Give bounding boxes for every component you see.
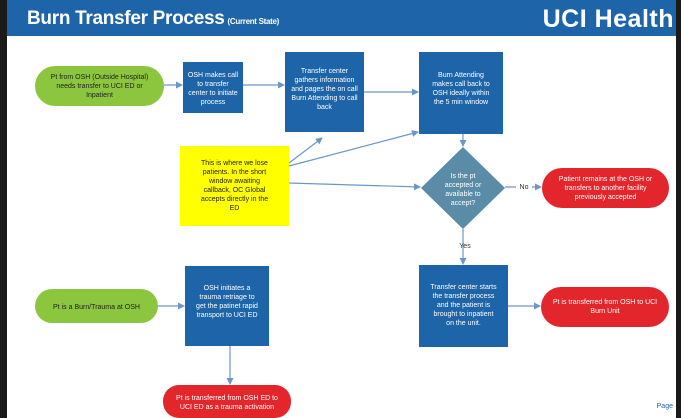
edge-yes-label: Yes [459,243,471,250]
transfer-starts-line-5: on the unit. [446,320,481,327]
remains-osh-line-2: transfers to another facility [564,185,647,192]
edge-note-to-transfer-center [288,137,323,164]
trauma-retriage-box: OSH initiates a trauma retriage to get t… [185,266,269,346]
acceptance-decision-diamond: Is the pt accepted or available to accep… [421,147,505,229]
transfer-center-line-4: Burn Attending to call [291,95,358,102]
brand-logo-text: UCI Health [542,5,674,33]
page-footer-label: Page [656,403,673,410]
start-trauma-oval: Pt is a Burn/Trauma at OSH [35,289,158,323]
transfer-center-line-5: back [317,104,332,111]
osh-call-line-3: center to initiate [188,90,238,97]
start-osh-line-1: Pt from OSH (Outside Hospital) [51,74,149,81]
osh-call-line-4: process [201,99,226,106]
note-line-1: This is where we lose [201,160,268,167]
page-title: Burn Transfer Process(Current State) [27,8,279,30]
start-trauma-line-1: Pt is a Burn/Trauma at OSH [53,304,140,311]
decision-line-3: available to [445,191,481,198]
note-line-6: ED [230,205,240,212]
osh-call-line-1: OSH makes call [188,72,239,79]
transfer-center-box: Transfer center gathers information and … [285,52,364,132]
edge-note-to-burn-attending [288,130,419,167]
retriage-line-2: trauma retriage to [199,294,254,301]
start-osh-line-3: Inpatient [86,92,113,99]
title-banner: Burn Transfer Process(Current State) UCI… [7,0,676,36]
page-title-text: Burn Transfer Process [27,8,225,29]
decision-line-4: accept? [451,200,476,207]
note-line-4: callback, OC Global [204,187,266,194]
burn-unit-line-1: Pt is transferred from OSH to UCI [553,299,657,306]
connectors [158,81,542,385]
lost-patients-note: This is where we lose patients. In the s… [180,146,289,226]
transfer-center-line-3: and pages the on call [291,86,358,93]
burn-attending-line-2: makes call back to [432,81,490,88]
remains-osh-line-3: previously accepted [575,194,637,201]
osh-call-line-2: to transfer [197,81,229,88]
note-line-2: patients. In the short [203,169,266,176]
trauma-activation-line-1: Pt is transferred from OSH ED to [176,395,278,402]
trauma-activation-line-2: UCI ED as a trauma activation [180,404,274,411]
decision-line-1: Is the pt [451,173,476,180]
note-line-3: window awaiting [208,178,260,185]
right-frame-bar [676,0,681,418]
note-line-5: accepts directly in the [201,196,268,203]
edge-no-label: No [520,184,529,191]
burn-attending-line-3: OSH ideally within [433,90,490,97]
retriage-line-4: transport to UCI ED [196,312,257,319]
decision-line-2: accepted or [445,182,482,189]
remains-at-osh-oval: Patient remains at the OSH or transfers … [542,168,669,208]
transfer-center-line-1: Transfer center [301,68,349,75]
transfer-starts-line-3: and the patient is [437,302,491,309]
transfer-starts-line-2: the transfer process [433,293,495,300]
start-osh-oval: Pt from OSH (Outside Hospital) needs tra… [35,66,164,106]
osh-call-box: OSH makes call to transfer center to ini… [183,62,243,113]
trauma-activation-oval: Pt is transferred from OSH ED to UCI ED … [163,385,291,418]
retriage-line-1: OSH initiates a [204,285,251,292]
left-frame-bar [0,0,7,418]
edge-note-to-decision [288,182,421,191]
transfer-starts-line-4: brought to inpatient [434,311,494,318]
transfer-starts-line-1: Transfer center starts [430,284,497,291]
start-osh-line-2: needs transfer to UCI ED or [56,83,143,90]
page-subtitle: (Current State) [227,17,280,26]
burn-attending-line-4: the 5 min window [434,99,489,106]
transferred-to-burn-unit-oval: Pt is transferred from OSH to UCI Burn U… [541,287,669,327]
remains-osh-line-1: Patient remains at the OSH or [559,176,653,183]
burn-unit-line-2: Burn Unit [590,308,619,315]
transfer-center-line-2: gathers information [295,77,355,84]
burn-attending-line-1: Burn Attending [438,72,484,79]
retriage-line-3: get the patinet rapid [196,303,258,310]
edge-no-label-bg [516,181,532,192]
transfer-starts-box: Transfer center starts the transfer proc… [419,265,508,347]
burn-attending-box: Burn Attending makes call back to OSH id… [419,52,503,134]
